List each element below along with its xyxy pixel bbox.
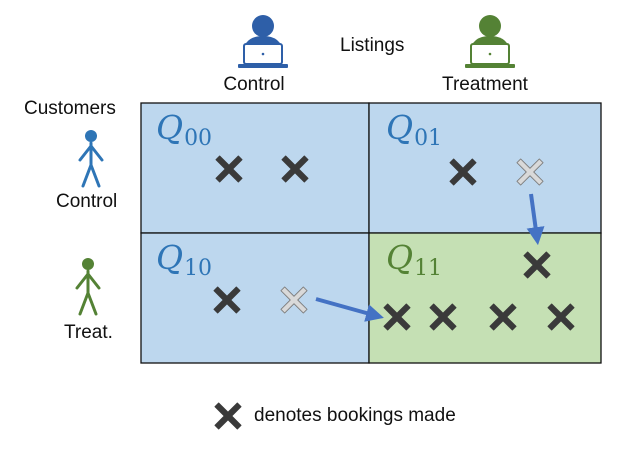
listings-treatment-label: Treatment [442, 74, 528, 95]
quadrant-01-label: Q01 [386, 108, 443, 151]
listings-control-label: Control [223, 74, 285, 95]
customers-label: Customers [24, 98, 116, 119]
arrow-q01-to-q11 [526, 193, 545, 246]
quadrant-11-box [368, 232, 602, 364]
quadrant-10-label: Q10 [156, 238, 213, 281]
quadrant-00-label: Q00 [156, 108, 213, 151]
legend-x-mark-icon [214, 402, 242, 430]
laptop-user-icon [238, 15, 288, 68]
quadrant-00-box [140, 102, 370, 234]
arrow-q10-to-q11 [315, 297, 384, 322]
quadrant-11-label: Q11 [386, 238, 443, 281]
laptop-user-icon [465, 15, 515, 68]
listings-label: Listings [340, 35, 405, 56]
person-icon [78, 130, 104, 188]
customers-treatment-label: Treat. [64, 322, 113, 343]
quadrant-10-box [140, 232, 370, 364]
person-icon [75, 258, 101, 316]
customers-control-label: Control [56, 191, 118, 212]
legend-text: denotes bookings made [254, 405, 456, 426]
quadrant-01-box [368, 102, 602, 234]
